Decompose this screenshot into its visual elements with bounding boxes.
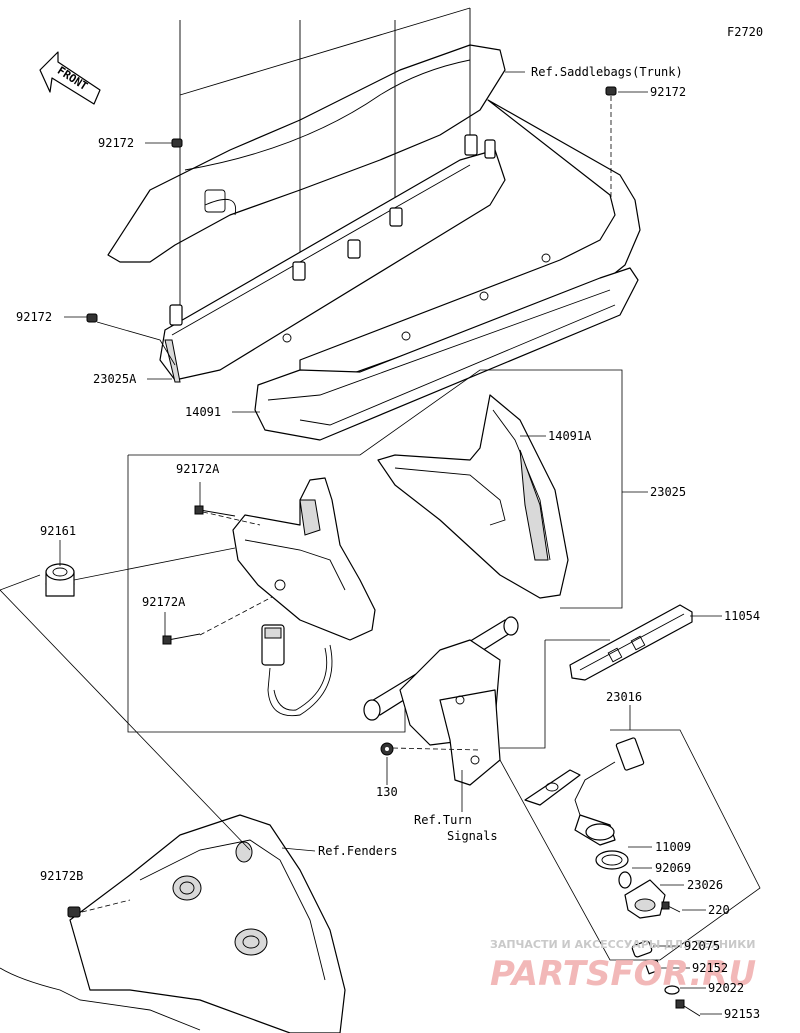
- label-11009: 11009: [655, 840, 691, 854]
- bolt-92153: [675, 999, 701, 1017]
- tail-lamp-housing-23025: [232, 477, 376, 641]
- bolt-92172-side: [86, 313, 98, 323]
- screw-92172a-bottom: [162, 633, 201, 645]
- label-220: 220: [708, 903, 730, 917]
- license-mount-bracket: [363, 616, 519, 786]
- label-23025: 23025: [650, 485, 686, 499]
- front-arrow-icon: FRONT: [39, 51, 101, 105]
- lens-14091a: [377, 394, 569, 599]
- watermark-line1: ЗАПЧАСТИ И АКСЕССУАРЫ ДЛЯ ТЕХНИКИ: [490, 938, 755, 951]
- fender-ref: [0, 814, 346, 1033]
- collar-92075: [631, 940, 653, 958]
- label-14091a: 14091A: [548, 429, 592, 443]
- label-92172a-top: 92172A: [176, 462, 220, 476]
- label-92152: 92152: [692, 961, 728, 975]
- label-130: 130: [376, 785, 398, 799]
- gasket-11009: [595, 850, 629, 870]
- bracket-11054: [569, 604, 693, 681]
- label-92161: 92161: [40, 524, 76, 538]
- spacer-92152: [645, 959, 661, 975]
- label-11054: 11054: [724, 609, 760, 623]
- grommet-92172b: [67, 906, 81, 918]
- figure-code: F2720: [727, 25, 763, 39]
- screw-220: [661, 901, 681, 913]
- grommet-92161: [45, 563, 75, 597]
- label-92075: 92075: [684, 939, 720, 953]
- label-92172-right: 92172: [650, 85, 686, 99]
- lamp-socket-23016: [574, 737, 645, 846]
- label-ref-turn-1: Ref.Turn: [414, 813, 472, 827]
- label-92172b: 92172B: [40, 869, 83, 883]
- label-92172-left: 92172: [98, 136, 134, 150]
- label-92172a-bottom: 92172A: [142, 595, 186, 609]
- bolt-92172-right: [605, 86, 617, 200]
- label-92069: 92069: [655, 861, 691, 875]
- label-23025a: 23025A: [93, 372, 137, 386]
- gasket-plate: [524, 769, 581, 806]
- bolt-92172-left: [171, 138, 183, 148]
- label-92153: 92153: [724, 1007, 760, 1021]
- washer-92022: [664, 985, 680, 995]
- label-14091: 14091: [185, 405, 221, 419]
- bosses: [169, 134, 496, 326]
- nut-130: [380, 742, 394, 756]
- lens-23026: [624, 879, 666, 919]
- label-92022: 92022: [708, 981, 744, 995]
- saddlebag-trunk-ref: [107, 7, 506, 330]
- label-23016: 23016: [606, 690, 642, 704]
- wiring-connector: [261, 624, 333, 717]
- watermark-line2: PARTSFOR.RU: [490, 954, 756, 994]
- label-92172-side: 92172: [16, 310, 52, 324]
- bulb-92069: [618, 871, 632, 889]
- screw-92172a-top: [194, 505, 236, 517]
- label-23026: 23026: [687, 878, 723, 892]
- lens-14091: [254, 267, 639, 441]
- label-ref-fenders: Ref.Fenders: [318, 844, 397, 858]
- label-ref-saddlebags: Ref.Saddlebags(Trunk): [531, 65, 683, 79]
- label-ref-turn-2: Signals: [447, 829, 498, 843]
